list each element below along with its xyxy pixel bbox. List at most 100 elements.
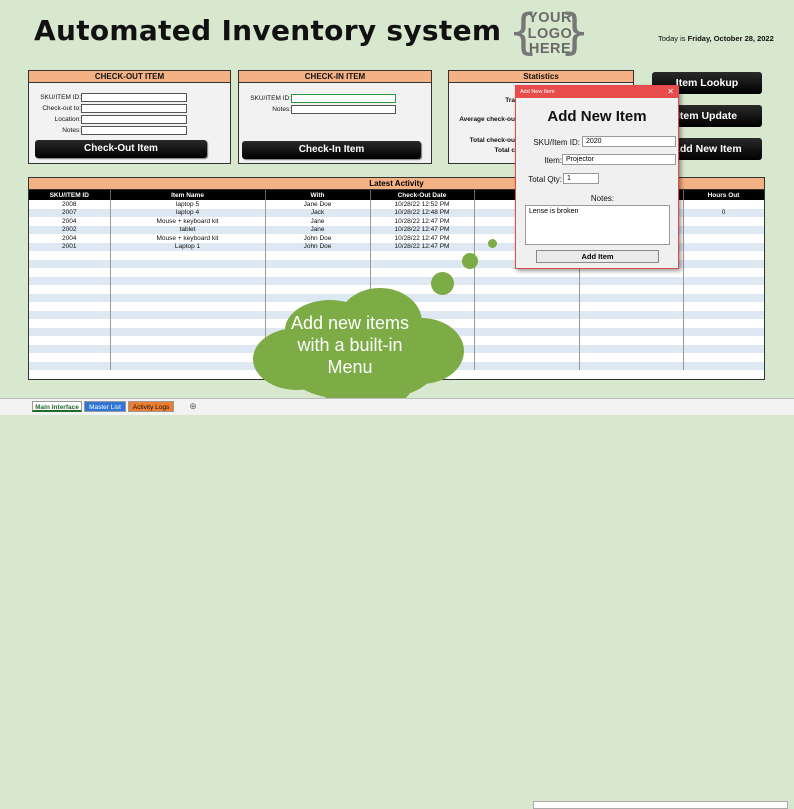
table-cell[interactable] [683,344,764,353]
table-cell[interactable] [370,293,475,302]
tab-main-interface[interactable]: Main Interface [32,401,82,412]
table-cell[interactable]: 10/28/22 12:47 PM [370,225,475,234]
table-cell[interactable]: John Doe [265,234,371,243]
table-cell[interactable] [110,327,266,336]
table-cell[interactable] [370,268,475,277]
table-cell[interactable] [683,200,764,209]
horizontal-scrollbar[interactable] [533,801,788,809]
table-cell[interactable]: 10/28/22 12:48 PM [370,208,475,217]
table-cell[interactable] [370,276,475,285]
table-cell[interactable] [579,336,684,345]
close-icon[interactable]: ✕ [667,87,674,96]
table-cell[interactable] [474,319,580,328]
table-cell[interactable] [265,259,371,268]
table-cell[interactable]: 0 [683,208,764,217]
table-cell[interactable]: 2008 [29,200,111,209]
table-cell[interactable] [683,268,764,277]
add-item-button[interactable]: Add Item [536,250,659,263]
table-cell[interactable] [579,361,684,370]
table-cell[interactable]: Mouse + keyboard kit [110,217,266,226]
table-cell[interactable] [110,268,266,277]
checkin-button[interactable]: Check-In Item [242,141,421,159]
table-cell[interactable] [474,353,580,362]
table-cell[interactable]: 2002 [29,225,111,234]
table-cell[interactable] [110,293,266,302]
table-cell[interactable] [110,276,266,285]
dialog-qty-input[interactable]: 1 [563,173,599,184]
table-cell[interactable] [29,259,111,268]
table-cell[interactable] [110,336,266,345]
table-cell[interactable] [29,353,111,362]
table-cell[interactable]: 2004 [29,234,111,243]
table-cell[interactable] [474,344,580,353]
table-cell[interactable] [683,285,764,294]
table-cell[interactable]: 10/28/22 12:47 PM [370,217,475,226]
checkout-button[interactable]: Check-Out Item [35,140,207,158]
table-cell[interactable]: 2004 [29,217,111,226]
table-cell[interactable] [110,302,266,311]
table-cell[interactable] [579,353,684,362]
table-cell[interactable] [579,276,684,285]
table-cell[interactable] [683,336,764,345]
table-cell[interactable]: 10/28/22 12:52 PM [370,200,475,209]
table-cell[interactable] [29,285,111,294]
table-cell[interactable]: Jane [265,225,371,234]
table-cell[interactable] [579,310,684,319]
table-cell[interactable] [683,259,764,268]
table-cell[interactable] [683,293,764,302]
item-lookup-button[interactable]: Item Lookup [652,72,762,94]
dialog-sku-input[interactable]: 2020 [582,136,676,147]
table-cell[interactable] [683,251,764,260]
table-cell[interactable] [474,285,580,294]
checkin-notes-input[interactable] [291,105,396,114]
table-cell[interactable] [370,285,475,294]
table-cell[interactable] [110,344,266,353]
checkout-notes-input[interactable] [81,126,187,135]
table-cell[interactable] [29,293,111,302]
table-cell[interactable] [110,251,266,260]
table-cell[interactable] [29,310,111,319]
table-cell[interactable] [110,310,266,319]
table-cell[interactable] [110,285,266,294]
dialog-item-input[interactable]: Projector [562,154,676,165]
table-cell[interactable]: Jack [265,208,371,217]
table-cell[interactable] [474,336,580,345]
table-cell[interactable] [683,310,764,319]
table-cell[interactable] [370,310,475,319]
table-cell[interactable] [29,361,111,370]
table-cell[interactable]: laptop 5 [110,200,266,209]
item-update-button[interactable]: Item Update [652,105,762,127]
table-cell[interactable] [110,319,266,328]
table-cell[interactable] [579,327,684,336]
tab-master-list[interactable]: Master List [84,401,126,412]
table-cell[interactable] [370,259,475,268]
table-cell[interactable] [370,251,475,260]
table-cell[interactable] [29,327,111,336]
add-sheet-icon[interactable]: ⊕ [189,401,197,411]
table-cell[interactable]: laptop 4 [110,208,266,217]
table-cell[interactable] [579,268,684,277]
table-cell[interactable]: Laptop 1 [110,242,266,251]
tab-activity-logs[interactable]: Activity Logs [128,401,174,412]
table-cell[interactable] [474,276,580,285]
table-cell[interactable] [474,302,580,311]
table-cell[interactable] [110,361,266,370]
table-cell[interactable] [110,259,266,268]
table-cell[interactable] [683,242,764,251]
table-cell[interactable]: 2001 [29,242,111,251]
checkout-sku-input[interactable] [81,93,187,102]
add-new-item-button[interactable]: Add New Item [652,138,762,160]
table-cell[interactable] [474,293,580,302]
table-cell[interactable] [579,302,684,311]
table-cell[interactable]: Jane [265,217,371,226]
table-cell[interactable]: Jane Doe [265,200,371,209]
table-cell[interactable]: Mouse + keyboard kit [110,234,266,243]
table-cell[interactable] [683,234,764,243]
table-cell[interactable]: John Doe [265,242,371,251]
table-cell[interactable] [265,251,371,260]
table-cell[interactable]: tablet [110,225,266,234]
table-cell[interactable] [683,225,764,234]
table-cell[interactable] [683,217,764,226]
table-cell[interactable] [683,302,764,311]
table-cell[interactable] [474,361,580,370]
